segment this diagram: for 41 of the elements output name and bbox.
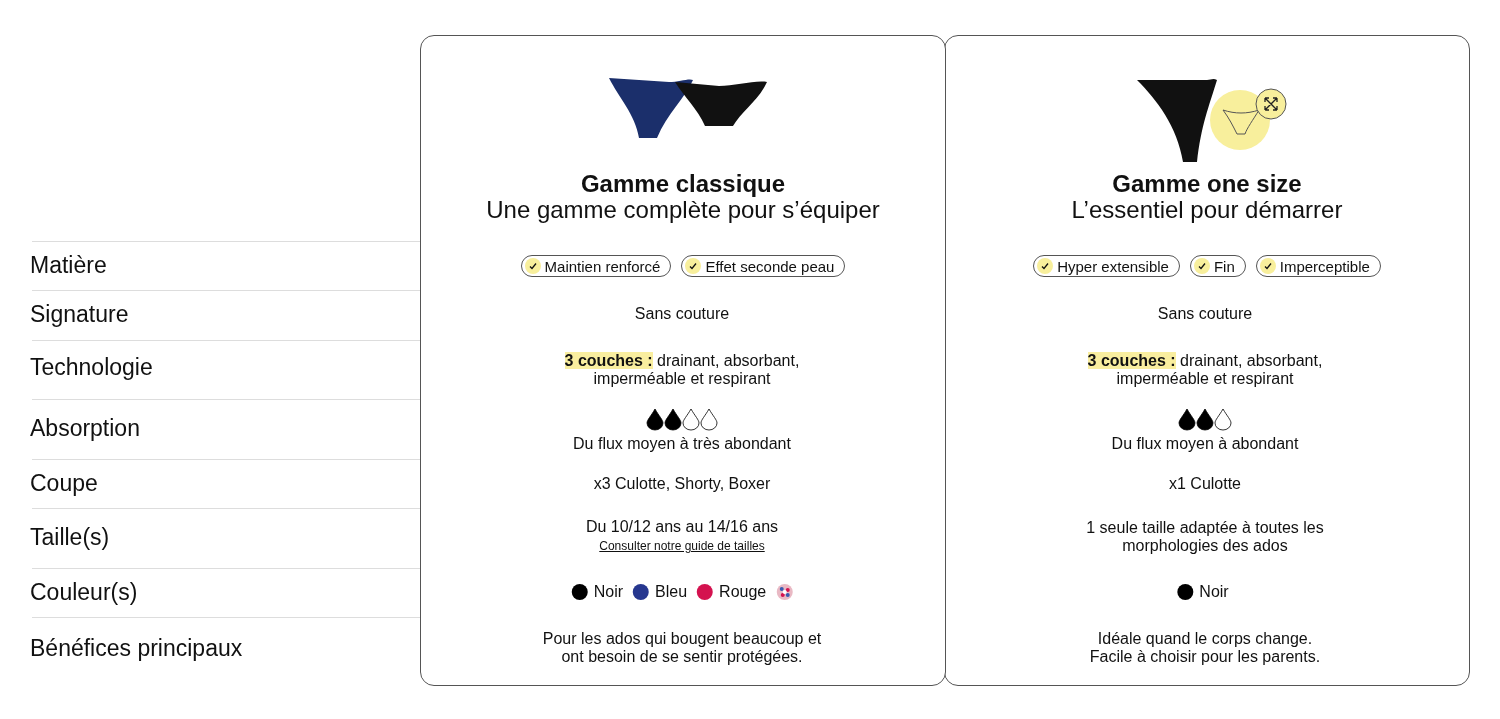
cell-text: Idéale quand le corps change. Facile à choisir pour les parents. bbox=[1088, 630, 1322, 666]
feature-chip bbox=[681, 255, 846, 277]
cell-text: Pour les ados qui bougent beaucoup et ont besoin de se sentir protégées. bbox=[541, 630, 823, 666]
cell-text: 3 couches : drainant, absorbant, imperméable et respirant bbox=[1086, 352, 1324, 388]
cell-text: Sans couture bbox=[1157, 305, 1253, 323]
row-header: Couleur(s) bbox=[30, 579, 138, 605]
card-subtitle: L’essentiel pour démarrer bbox=[1071, 196, 1343, 224]
feature-chip bbox=[520, 255, 672, 277]
row-header: Taille(s) bbox=[30, 524, 110, 550]
cell-text: 3 couches : drainant, absorbant, imperméable et respirant bbox=[563, 352, 801, 388]
colour-name: Rouge bbox=[719, 583, 767, 601]
colour-name: Noir bbox=[593, 583, 624, 601]
chip-label: Maintien renforcé bbox=[544, 257, 661, 275]
cell-text: Du 10/12 ans au 14/16 ans bbox=[585, 518, 779, 536]
cell-text: Sans couture bbox=[634, 305, 730, 323]
row-header: Signature bbox=[30, 301, 129, 327]
card-title: Gamme one size bbox=[1112, 170, 1302, 198]
row-header: Absorption bbox=[30, 415, 140, 441]
row-header: Bénéfices principaux bbox=[30, 635, 243, 661]
colour-name: Bleu bbox=[655, 583, 688, 601]
chip-label: Fin bbox=[1213, 257, 1235, 275]
colour-name: Noir bbox=[1199, 583, 1229, 601]
chip-label: Imperceptible bbox=[1279, 257, 1370, 275]
feature-chip bbox=[1033, 255, 1180, 277]
product-card bbox=[944, 35, 1470, 686]
cell-text: Du flux moyen à très abondant bbox=[573, 435, 791, 453]
row-header: Technologie bbox=[30, 354, 153, 380]
chip-label: Hyper extensible bbox=[1057, 257, 1169, 275]
cell-text: Du flux moyen à abondant bbox=[1111, 435, 1299, 453]
feature-chip bbox=[1255, 255, 1381, 277]
feature-chip bbox=[1189, 255, 1246, 277]
card-title: Gamme classique bbox=[580, 170, 786, 198]
row-header: Matière bbox=[30, 252, 107, 278]
cell-text: x1 Culotte bbox=[1169, 475, 1241, 493]
card-subtitle: Une gamme complète pour s’équiper bbox=[486, 196, 880, 224]
row-header: Coupe bbox=[30, 470, 98, 496]
size-guide-link: Consulter notre guide de tailles bbox=[599, 538, 765, 555]
cell-text: 1 seule taille adaptée à toutes les morphologies des ados bbox=[1085, 519, 1325, 555]
product-card bbox=[420, 35, 946, 686]
chip-label: Effet seconde peau bbox=[705, 257, 835, 275]
cell-text: x3 Culotte, Shorty, Boxer bbox=[593, 475, 771, 493]
